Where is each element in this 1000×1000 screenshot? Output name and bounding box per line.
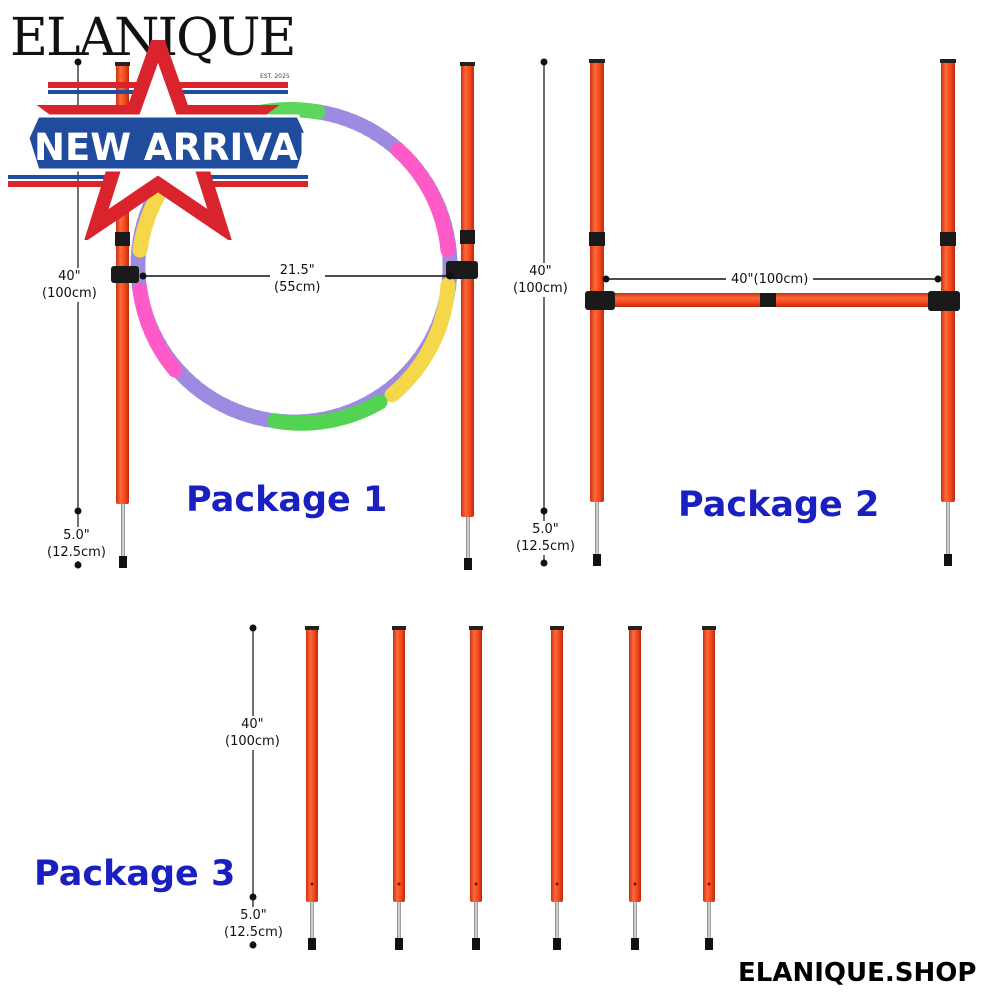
package-3-spike-label: 5.0" (12.5cm) (224, 907, 283, 941)
package-1-right-pole (460, 62, 475, 570)
package-2-right-pole (940, 59, 956, 566)
package-2-illustration (540, 58, 960, 567)
new-arrival-badge (8, 40, 310, 240)
spike-inches: 5.0" (63, 528, 90, 543)
spike-cm: (12.5cm) (47, 545, 106, 560)
weave-pole (628, 626, 642, 950)
left-hoop-clamp (111, 266, 139, 283)
package-2-label: Package 2 (678, 485, 880, 525)
spike-inches: 5.0" (240, 908, 267, 923)
weave-pole (305, 626, 319, 950)
crossbar-length-label: 40"(100cm) (726, 271, 814, 288)
height-inches: 40" (58, 269, 81, 284)
weave-pole (702, 626, 716, 950)
hoop-cm: (55cm) (274, 280, 321, 295)
weave-pole (469, 626, 483, 950)
spike-cm: (12.5cm) (224, 925, 283, 940)
weave-poles (305, 626, 716, 950)
right-hoop-clamp (446, 261, 478, 279)
height-cm: (100cm) (513, 281, 568, 296)
package-2-spike-label: 5.0" (12.5cm) (516, 521, 575, 555)
package-1-label: Package 1 (186, 480, 388, 520)
website-url: ELANIQUE.SHOP (738, 958, 977, 988)
brand-established: EST. 2025 (260, 73, 290, 80)
package-3-height-label: 40" (100cm) (225, 716, 280, 750)
height-inches: 40" (529, 264, 552, 279)
new-arrival-text: NEW ARRIVAL (34, 126, 322, 169)
weave-pole (550, 626, 564, 950)
package-1-height-label: 40" (100cm) (42, 268, 97, 302)
package-2-left-pole (589, 59, 605, 566)
height-inches: 40" (241, 717, 264, 732)
package-2-crossbar (585, 291, 960, 311)
spike-inches: 5.0" (532, 522, 559, 537)
spike-cm: (12.5cm) (516, 539, 575, 554)
hoop-inches: 21.5" (279, 263, 315, 278)
weave-pole (392, 626, 406, 950)
package-3-label: Package 3 (34, 854, 236, 894)
package-1-spike-label: 5.0" (12.5cm) (47, 527, 106, 561)
package-3-illustration (249, 624, 716, 950)
height-cm: (100cm) (42, 286, 97, 301)
package-2-height-label: 40" (100cm) (513, 263, 568, 297)
hoop-diameter-label: 21.5" (55cm) (270, 262, 325, 296)
height-cm: (100cm) (225, 734, 280, 749)
